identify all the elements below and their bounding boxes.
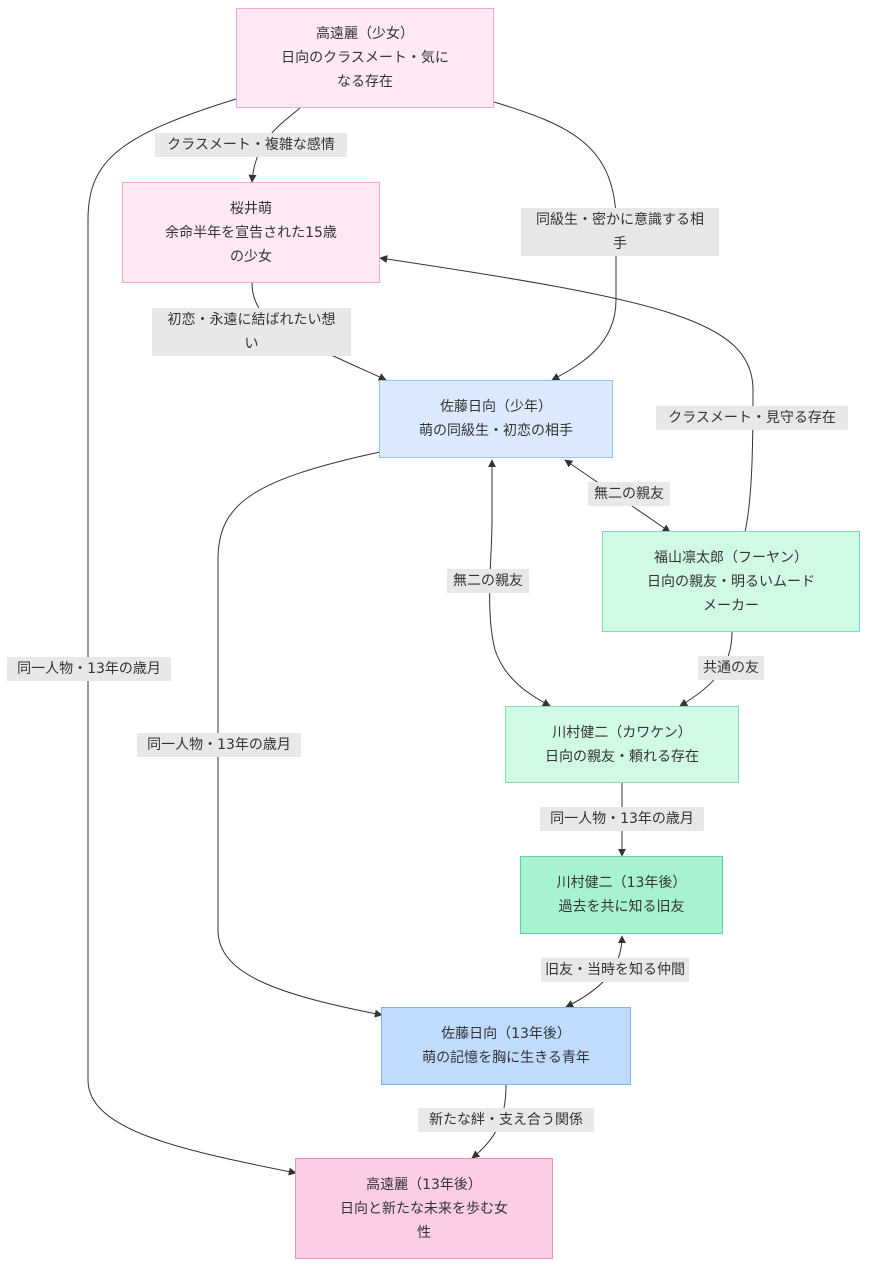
edge-label-e9: 同一人物・13年の歳月	[137, 733, 301, 757]
edge-label-e10: 旧友・当時を知る仲間	[541, 958, 689, 982]
edge-label-e2: 同級生・密かに意識する相手	[521, 208, 719, 256]
edge-label-e1: クラスメート・複雑な感情	[155, 133, 347, 157]
node-kou-young: 高遠麗（少女）日向のクラスメート・気になる存在	[236, 8, 494, 108]
edge-label-e11: 新たな絆・支え合う関係	[418, 1108, 594, 1132]
edge-label-e3: 初恋・永遠に結ばれたい想い	[152, 308, 351, 356]
node-sato-old: 佐藤日向（13年後）萌の記憶を胸に生きる青年	[381, 1007, 631, 1085]
edge-label-e7: 共通の友	[698, 656, 764, 680]
edge-e9	[217, 451, 383, 1018]
edge-label-e6: 無二の親友	[447, 569, 529, 593]
node-sakurai: 桜井萌余命半年を宣告された15歳の少女	[122, 182, 380, 283]
edge-label-e8: 同一人物・13年の歳月	[540, 807, 704, 831]
node-fukuyama: 福山凛太郎（フーヤン）日向の親友・明るいムードメーカー	[602, 531, 860, 632]
edge-e6	[488, 459, 551, 707]
edge-label-e4: クラスメート・見守る存在	[656, 406, 848, 430]
node-kawamura-old: 川村健二（13年後）過去を共に知る旧友	[520, 856, 723, 934]
edge-e12	[87, 98, 297, 1176]
node-kou-old: 高遠麗（13年後）日向と新たな未来を歩む女性	[295, 1158, 553, 1259]
node-kawamura-young: 川村健二（カワケン）日向の親友・頼れる存在	[505, 706, 739, 783]
edge-label-e12: 同一人物・13年の歳月	[7, 657, 171, 681]
edge-e4	[379, 255, 754, 533]
edge-label-e5: 無二の親友	[588, 482, 670, 506]
node-sato-young: 佐藤日向（少年）萌の同級生・初恋の相手	[379, 380, 613, 458]
